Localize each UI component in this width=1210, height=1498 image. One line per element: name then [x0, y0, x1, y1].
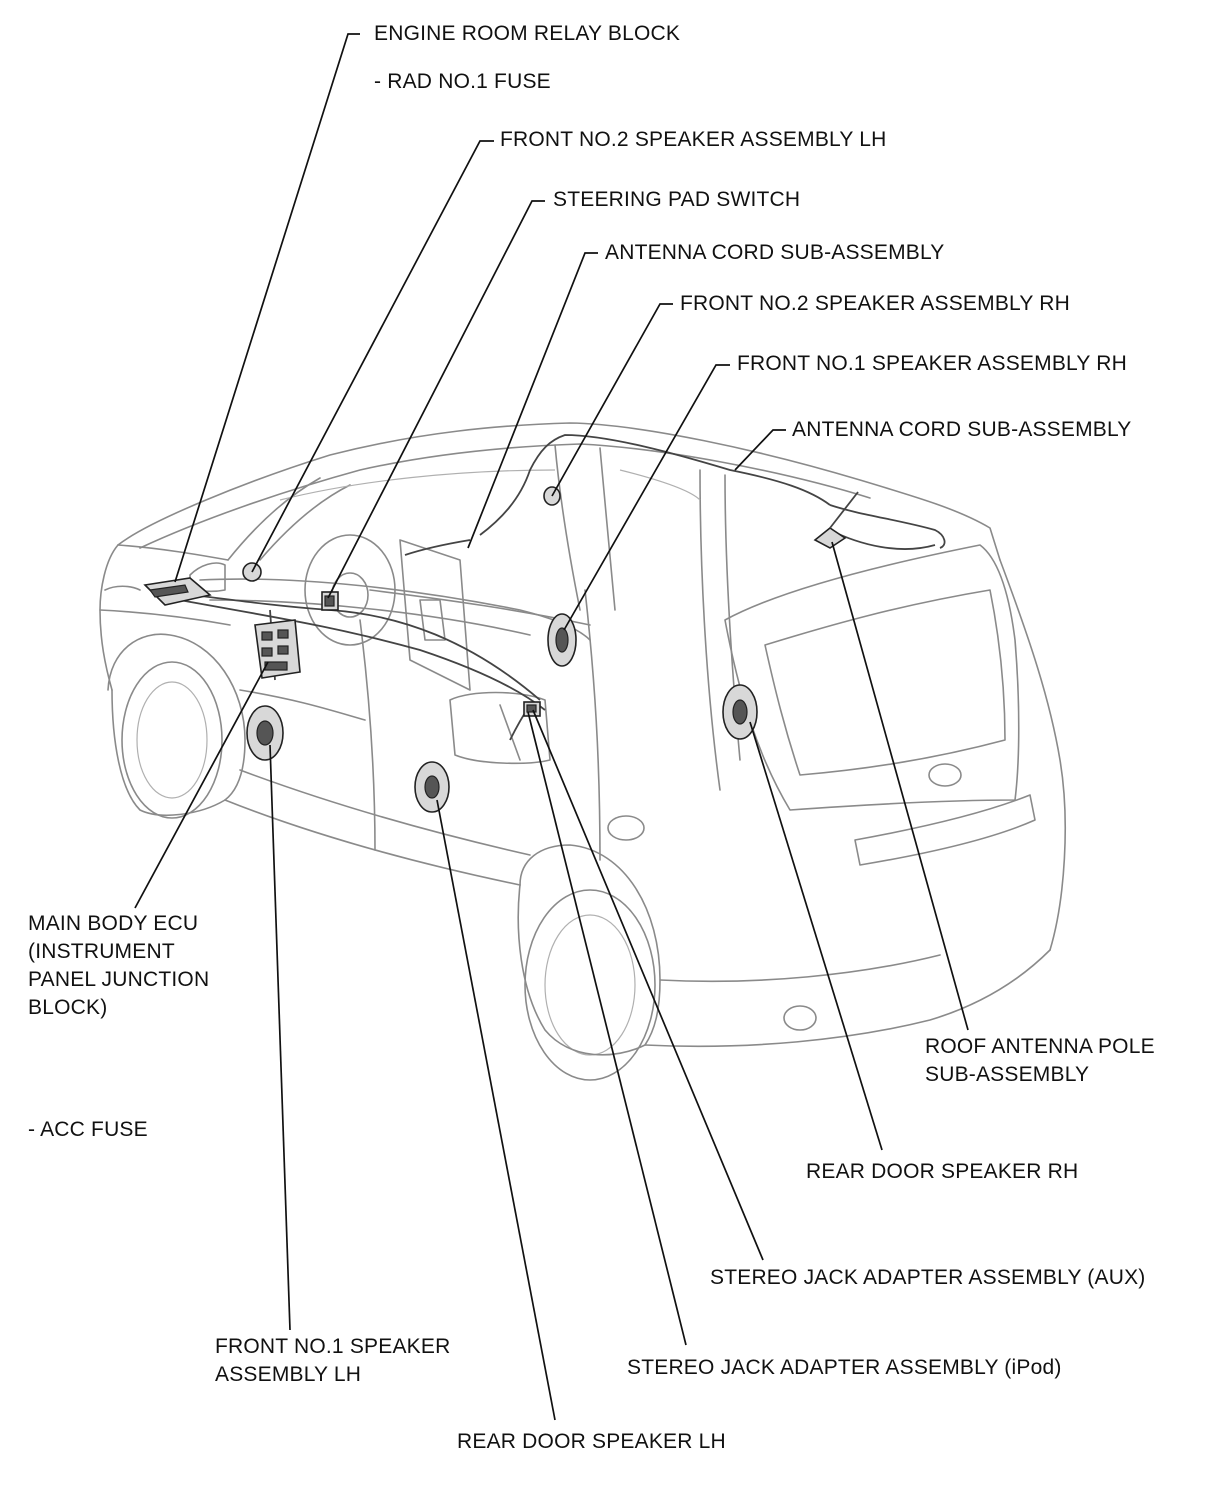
leader-rear-door-speaker-rh	[749, 721, 883, 1151]
label-antenna-cord-1: ANTENNA CORD SUB-ASSEMBLY	[605, 241, 945, 264]
engine-room-relay-block-part	[143, 577, 212, 606]
label-roof-antenna-pole: ROOF ANTENNA POLE SUB-ASSEMBLY	[925, 1033, 1155, 1089]
label-rear-door-speaker-lh: REAR DOOR SPEAKER LH	[457, 1430, 726, 1453]
front-no1-speaker-rh-part	[547, 613, 577, 667]
label-antenna-cord-2: ANTENNA CORD SUB-ASSEMBLY	[792, 418, 1132, 441]
front-no1-speaker-lh-part	[246, 705, 284, 761]
label-front-no1-speaker-lh: FRONT NO.1 SPEAKER ASSEMBLY LH	[215, 1333, 450, 1389]
label-main-body-ecu-line-4: BLOCK)	[28, 996, 108, 1019]
label-front-no1-speaker-lh-line-2: ASSEMBLY LH	[215, 1363, 362, 1386]
label-steering-pad-switch: STEERING PAD SWITCH	[553, 188, 801, 211]
label-roof-antenna-pole-line-1: ROOF ANTENNA POLE	[925, 1035, 1155, 1058]
rear-door-speaker-lh-part	[414, 761, 450, 813]
leader-roof-antenna-pole	[831, 541, 969, 1031]
leader-antenna-cord-2	[734, 429, 786, 471]
rear-door-speaker-rh-part	[722, 684, 758, 740]
label-front-no1-speaker-rh: FRONT NO.1 SPEAKER ASSEMBLY RH	[737, 352, 1127, 375]
leader-front-no2-speaker-lh	[251, 140, 494, 573]
leader-front-no2-speaker-rh	[551, 303, 673, 497]
label-main-body-ecu: MAIN BODY ECU (INSTRUMENT PANEL JUNCTION…	[28, 910, 209, 1022]
steering-pad-switch-part	[321, 591, 339, 611]
label-front-no1-speaker-lh-line-1: FRONT NO.1 SPEAKER	[215, 1335, 451, 1358]
leader-stereo-jack-ipod	[527, 711, 687, 1346]
label-main-body-ecu-line-3: PANEL JUNCTION	[28, 968, 210, 991]
leader-engine-room-relay-block	[174, 33, 360, 583]
label-engine-room-relay-block: ENGINE ROOM RELAY BLOCK	[374, 22, 681, 45]
main-body-ecu-part	[254, 619, 301, 679]
leader-lines	[134, 33, 969, 1421]
stereo-jack-adapter-part	[523, 701, 541, 717]
leader-front-no1-speaker-rh	[563, 364, 730, 631]
label-stereo-jack-ipod: STEREO JACK ADAPTER ASSEMBLY (iPod)	[627, 1356, 1062, 1379]
label-rear-door-speaker-rh: REAR DOOR SPEAKER RH	[806, 1160, 1079, 1183]
label-main-body-ecu-line-2: (INSTRUMENT	[28, 940, 175, 963]
leader-rear-door-speaker-lh	[436, 799, 556, 1421]
label-front-no2-speaker-lh: FRONT NO.2 SPEAKER ASSEMBLY LH	[500, 128, 887, 151]
leader-stereo-jack-aux	[532, 709, 764, 1261]
leader-antenna-cord-1	[467, 252, 598, 549]
label-acc-fuse: - ACC FUSE	[28, 1118, 148, 1141]
label-front-no2-speaker-rh: FRONT NO.2 SPEAKER ASSEMBLY RH	[680, 292, 1070, 315]
roof-antenna-pole-part	[813, 491, 859, 549]
leader-main-body-ecu	[134, 661, 269, 909]
leader-steering-pad-switch	[327, 200, 545, 599]
leader-front-no1-speaker-lh	[269, 744, 291, 1331]
vehicle-body-outline	[99, 422, 1067, 1081]
label-main-body-ecu-line-1: MAIN BODY ECU	[28, 912, 199, 935]
label-roof-antenna-pole-line-2: SUB-ASSEMBLY	[925, 1063, 1090, 1086]
label-rad-no1-fuse: - RAD NO.1 FUSE	[374, 70, 551, 93]
wiring-harness	[149, 434, 946, 741]
label-stereo-jack-aux: STEREO JACK ADAPTER ASSEMBLY (AUX)	[710, 1266, 1146, 1289]
